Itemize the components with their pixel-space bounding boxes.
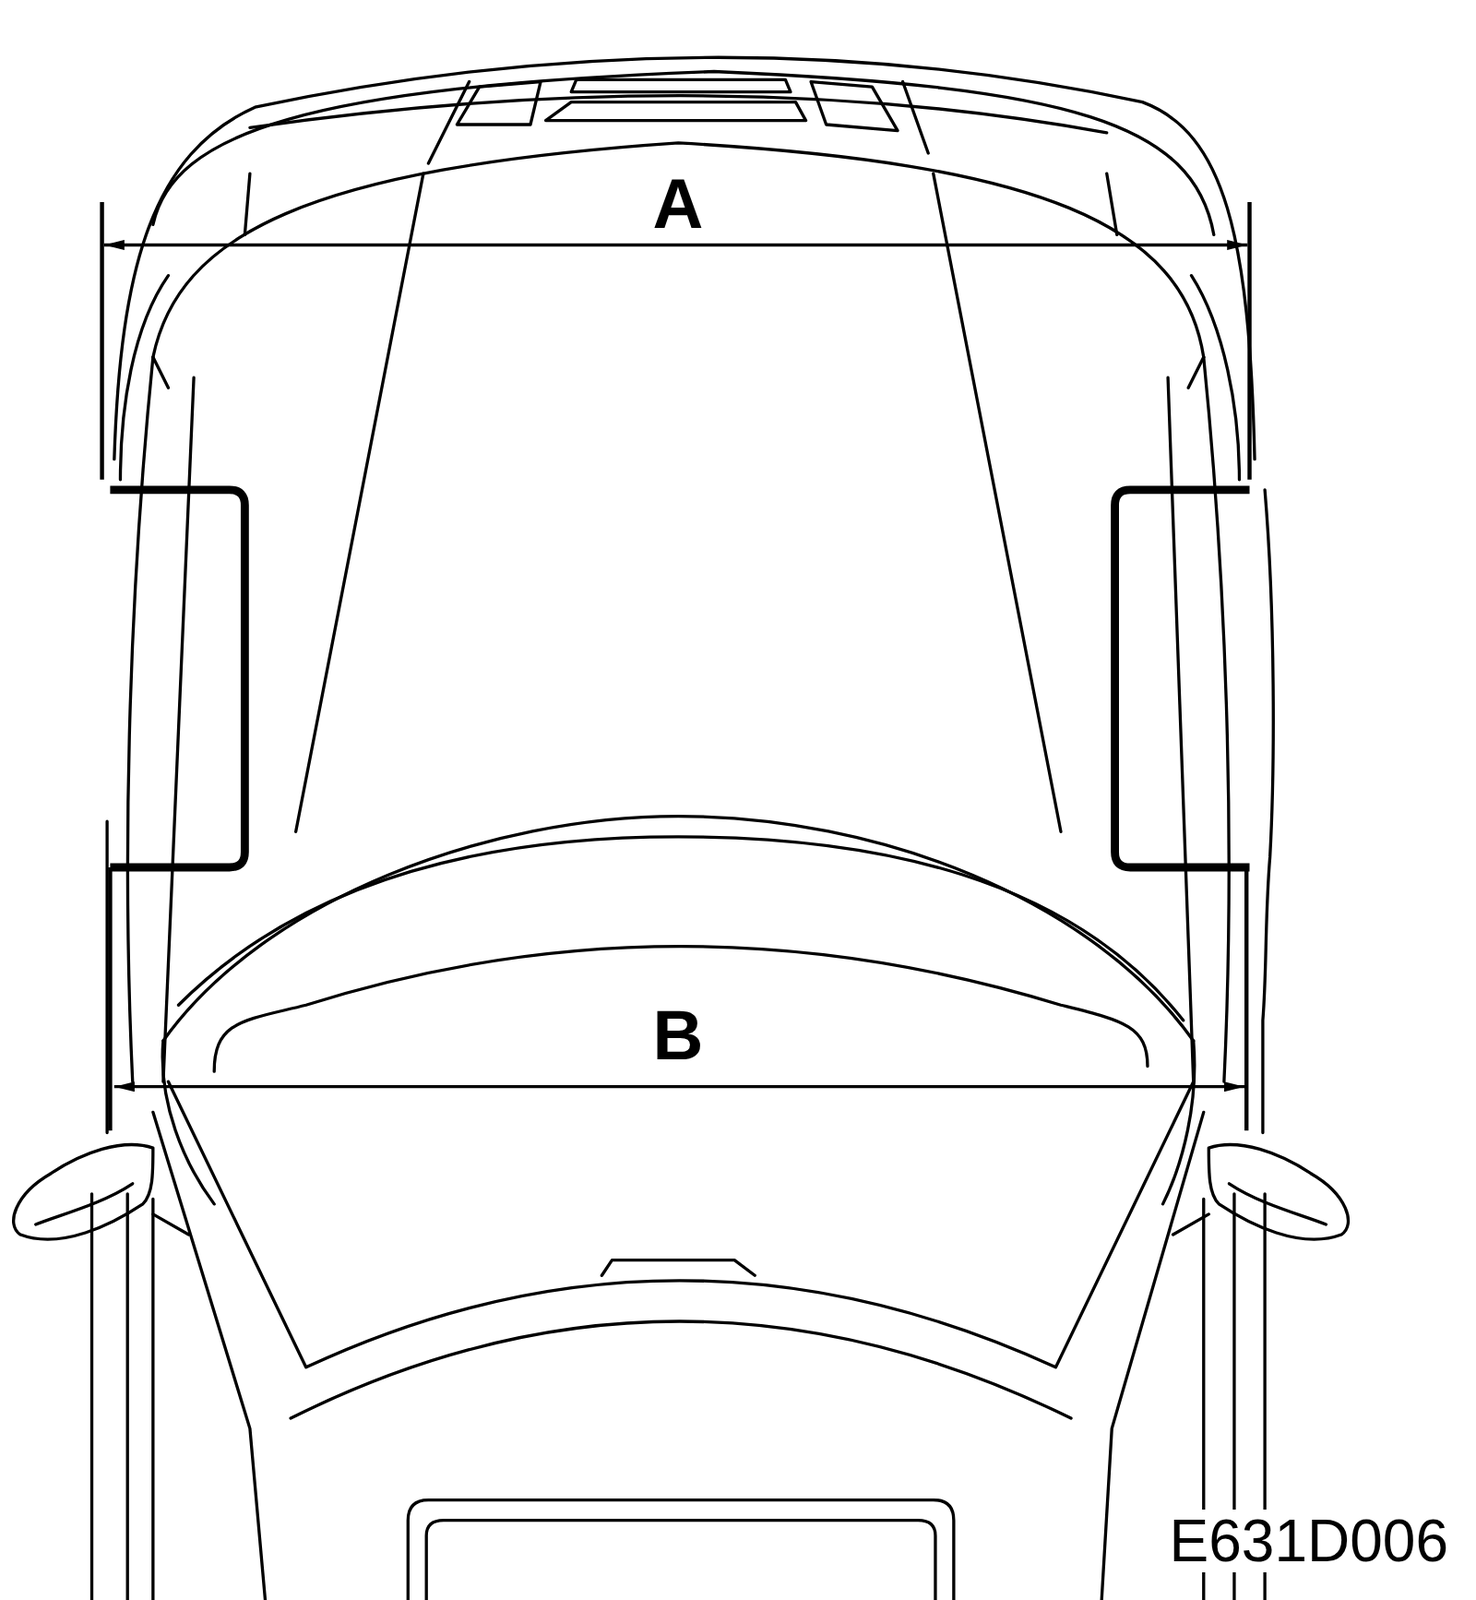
side-line: [92, 1193, 154, 1600]
mirror-detail: [35, 1183, 133, 1225]
grille-opening: [546, 102, 807, 121]
dimension-line: [104, 243, 1249, 247]
body-side: [107, 489, 1274, 1133]
grille-opening: [810, 82, 898, 131]
fender-line: [153, 357, 1204, 388]
dimension-letter: A: [647, 166, 710, 241]
grille-frame: [428, 82, 929, 164]
mirror: [1208, 1144, 1348, 1240]
dimension-line: [114, 1084, 1245, 1088]
grille-opening: [456, 82, 541, 125]
wheel: [1115, 489, 1250, 868]
body-line: [163, 377, 1194, 1082]
grille-opening: [571, 79, 791, 92]
mirror-base: [153, 1214, 1209, 1235]
hood-edge: [153, 142, 1204, 358]
rear-window: [426, 1520, 936, 1600]
bumper-crease: [249, 95, 1107, 133]
mirror-mount: [601, 1260, 755, 1276]
wheel: [109, 489, 245, 868]
cowl-line: [178, 836, 1184, 1021]
windshield: [167, 1081, 1193, 1368]
rear-window: [407, 1499, 954, 1600]
mirror-detail: [1228, 1183, 1326, 1225]
roof-front: [290, 1321, 1072, 1418]
fender-line: [119, 275, 1239, 480]
figure-code: E631D006: [1164, 1509, 1454, 1572]
windshield-top: [214, 946, 1148, 1072]
dimension-letter: B: [647, 998, 710, 1072]
mirror: [13, 1144, 154, 1240]
hood-crease: [296, 173, 1061, 832]
a-pillar: [153, 1111, 1204, 1600]
bumper-outline: [114, 57, 1255, 459]
extension-line: [109, 867, 1247, 1131]
fender-outline: [127, 357, 1229, 1082]
extension-line: [102, 202, 1250, 480]
